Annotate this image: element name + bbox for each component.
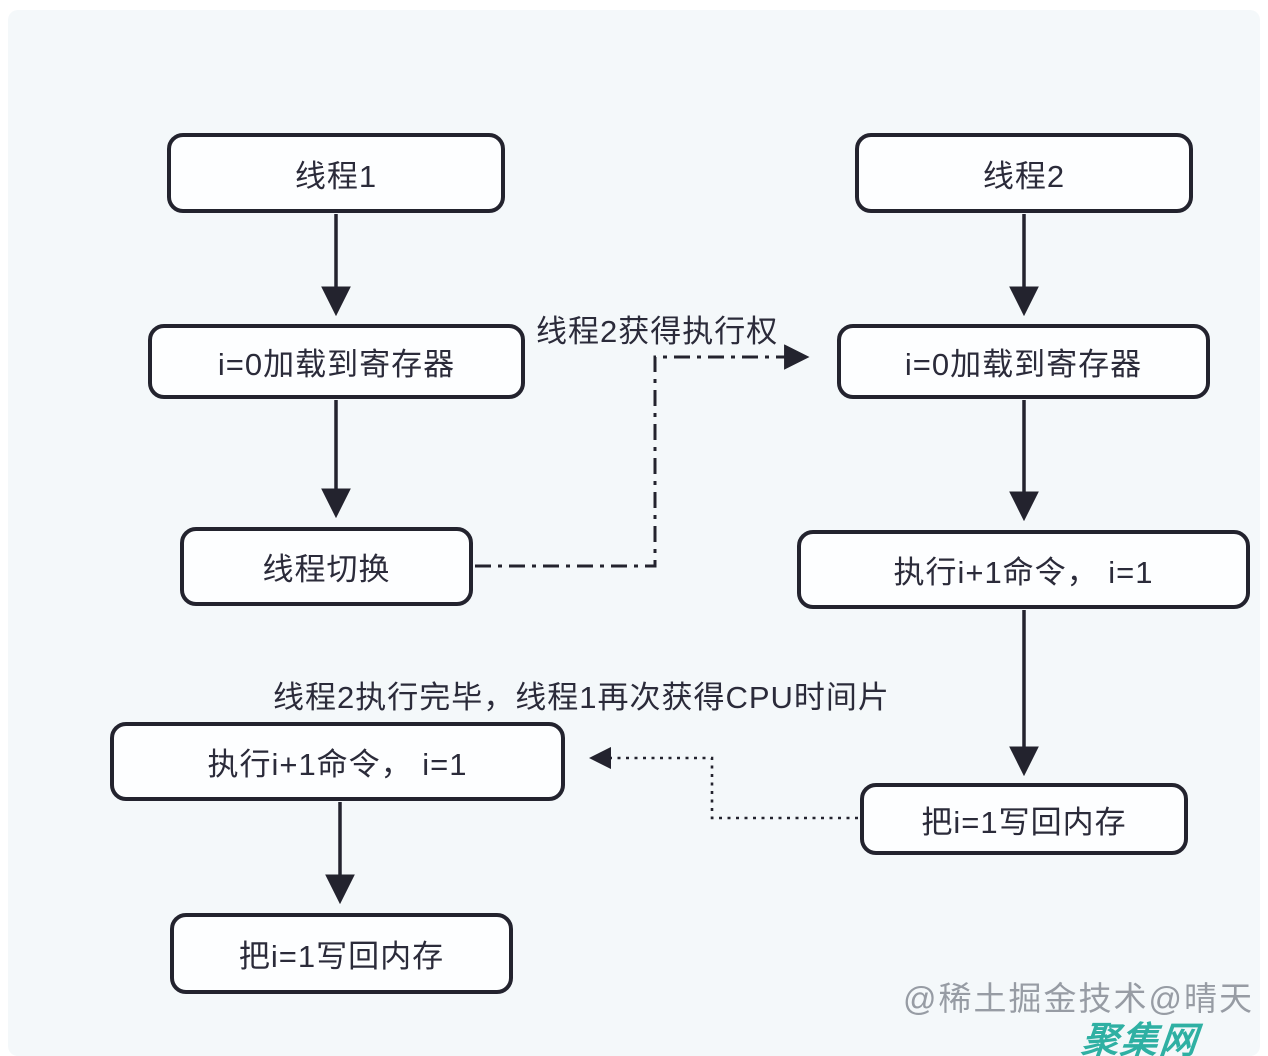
node-load-register-left: i=0加载到寄存器 — [148, 324, 525, 399]
node-thread-switch: 线程切换 — [180, 527, 473, 606]
dashdot-arrow-switch-to-load-right — [475, 344, 810, 568]
node-load-register-right-label: i=0加载到寄存器 — [904, 347, 1143, 382]
node-load-register-right: i=0加载到寄存器 — [837, 324, 1210, 399]
node-exec-right-label: 执行i+1命令， i=1 — [893, 555, 1154, 590]
node-thread-switch-label: 线程切换 — [262, 552, 391, 587]
node-exec-left: 执行i+1命令， i=1 — [110, 722, 565, 801]
watermark-teal-logo: 聚集网 — [1079, 1020, 1201, 1056]
node-write-memory-right-label: 把i=1写回内存 — [921, 804, 1127, 840]
node-thread1: 线程1 — [167, 133, 505, 213]
node-write-memory-left: 把i=1写回内存 — [170, 913, 513, 994]
dotted-arrow-write-right-to-exec-left — [588, 746, 858, 820]
node-exec-right: 执行i+1命令， i=1 — [797, 530, 1250, 609]
node-exec-left-label: 执行i+1命令， i=1 — [207, 747, 468, 782]
node-write-memory-left-label: 把i=1写回内存 — [238, 939, 445, 974]
edge-label-thread2-gets-execution: 线程2获得执行权 — [536, 314, 779, 349]
node-thread1-label: 线程1 — [294, 158, 378, 194]
edge-label-thread2-done-thread1-resumes: 线程2执行完毕，线程1再次获得CPU时间片 — [273, 680, 890, 715]
node-thread2: 线程2 — [855, 133, 1193, 213]
watermark-gray-text: @稀土掘金技术@晴天 — [903, 980, 1254, 1017]
node-load-register-left-label: i=0加载到寄存器 — [217, 347, 456, 382]
node-write-memory-right: 把i=1写回内存 — [860, 783, 1188, 855]
node-thread2-label: 线程2 — [982, 158, 1066, 194]
